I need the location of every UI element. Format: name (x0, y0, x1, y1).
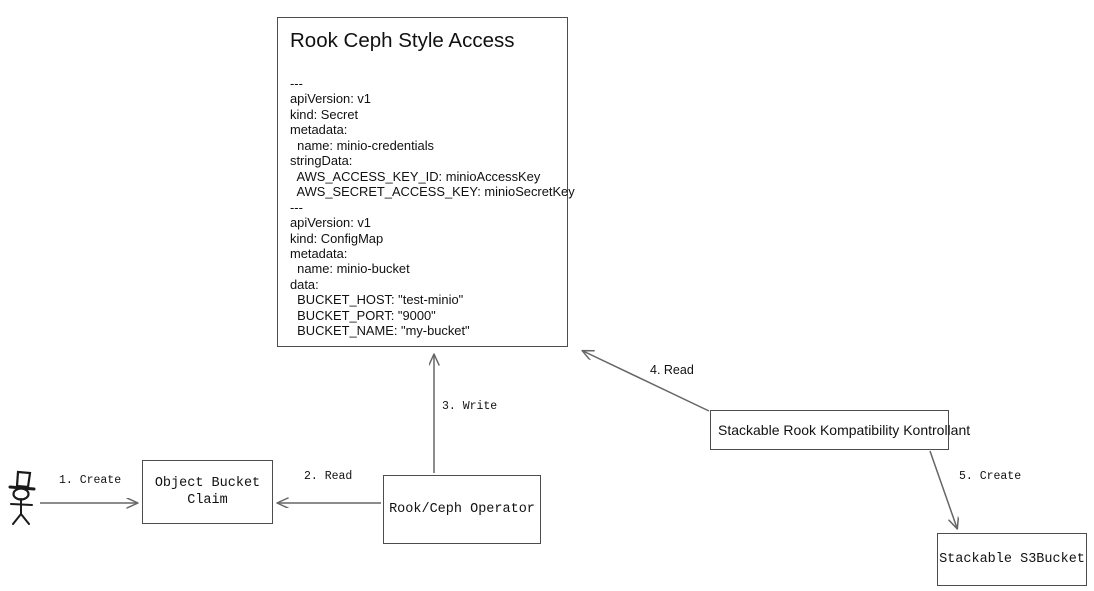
edge-4-read (583, 351, 710, 412)
edge-5-create (929, 450, 957, 528)
note-title: Rook Ceph Style Access (290, 29, 515, 52)
actor-stick-figure (8, 470, 36, 525)
note-yaml-body: --- apiVersion: v1 kind: Secret metadata… (290, 76, 575, 339)
node-stackable-s3bucket[interactable]: Stackable S3Bucket (937, 533, 1087, 586)
edge-label-2-read: 2. Read (304, 470, 353, 483)
edge-label-5-create: 5. Create (959, 470, 1022, 483)
note-rook-ceph-style-access: Rook Ceph Style Access --- apiVersion: v… (277, 17, 575, 347)
edge-label-3-write: 3. Write (442, 400, 498, 413)
edge-label-1-create: 1. Create (59, 474, 122, 487)
node-object-bucket-claim[interactable]: Object Bucket Claim (142, 460, 273, 524)
node-rook-ceph-operator[interactable]: Rook/Ceph Operator (383, 475, 541, 544)
node-stackable-rook-kompatibility-kontrollant[interactable]: Stackable Rook Kompatibility Kontrollant (710, 410, 970, 450)
edge-label-4-read: 4. Read (650, 363, 694, 377)
